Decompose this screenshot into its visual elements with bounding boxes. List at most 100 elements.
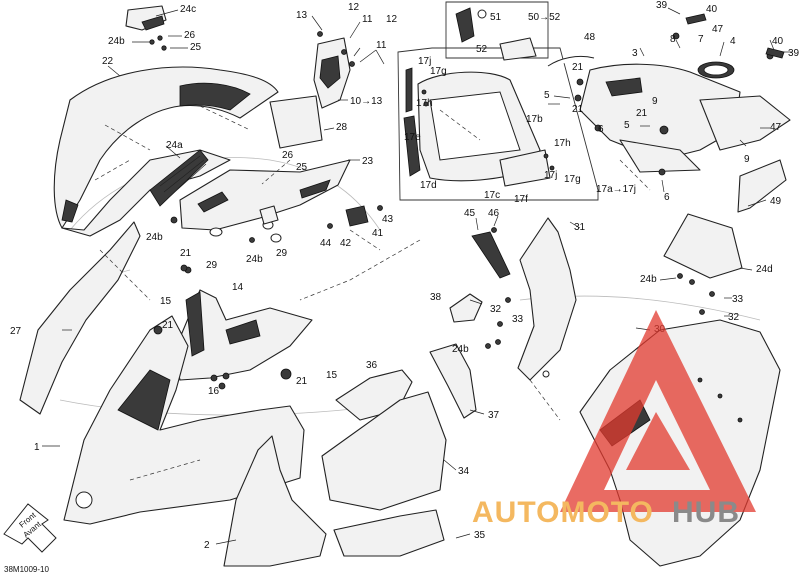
windshield-kit-box <box>397 47 599 201</box>
callout-8: 8 <box>670 34 676 45</box>
part-14-headlight-bracket <box>160 266 313 390</box>
callout-6-b: 6 <box>664 192 670 203</box>
callout-17j-b: 17j <box>544 170 557 181</box>
callout-9-a: 9 <box>652 96 658 107</box>
callout-28: 28 <box>336 122 348 133</box>
callout-24c: 24c <box>180 4 196 15</box>
callout-37: 37 <box>488 410 500 421</box>
callout-6-a: 6 <box>598 124 604 135</box>
part-10-13-bracket <box>313 31 355 109</box>
callout-17h-b: 17h <box>554 138 571 149</box>
callout-50-52: 50→52 <box>528 12 561 23</box>
part-27-side-panel <box>19 221 141 415</box>
callout-12-left: 12 <box>348 2 360 13</box>
mirror-kit-box <box>445 1 549 61</box>
part-36-34-35-side-panels <box>321 369 447 557</box>
callout-17g-b: 17g <box>564 174 581 185</box>
callout-34: 34 <box>458 466 470 477</box>
callout-2: 2 <box>204 540 210 551</box>
callout-27: 27 <box>10 326 22 337</box>
callout-23: 23 <box>362 156 374 167</box>
callout-17e: 17e <box>404 132 421 143</box>
part-49-trim <box>737 159 787 213</box>
callout-25-top: 25 <box>190 42 202 53</box>
callout-17f: 17f <box>514 194 528 205</box>
automotohub-watermark <box>560 310 756 512</box>
callout-21-head-c: 21 <box>296 376 308 387</box>
part-24a-grille <box>149 149 209 207</box>
callout-24b-top: 24b <box>108 36 125 47</box>
part-24d-side-panel <box>663 213 743 315</box>
callout-49: 49 <box>770 196 782 207</box>
callout-17h-a: 17h <box>416 98 433 109</box>
part-38-trim <box>449 293 483 323</box>
callout-24b-mid: 24b <box>246 254 263 265</box>
callout-21-tank-c: 21 <box>636 108 648 119</box>
watermark-text-right: HUB <box>672 496 740 529</box>
callout-3: 3 <box>632 48 638 59</box>
assembly-lines <box>99 105 651 421</box>
watermark-logo-inner <box>626 412 690 470</box>
callout-16: 16 <box>208 386 220 397</box>
callout-21-head-a: 21 <box>180 248 192 259</box>
fasteners-24b <box>170 216 501 345</box>
part-1-front-fairing <box>63 315 305 525</box>
fasteners <box>153 264 230 380</box>
callout-11-a: 11 <box>362 14 373 25</box>
callout-44: 44 <box>320 238 332 249</box>
callout-21-tank-b: 21 <box>572 104 584 115</box>
callout-40-b: 40 <box>772 36 784 47</box>
callout-1: 1 <box>34 442 40 453</box>
callout-51: 51 <box>490 12 502 23</box>
front-direction-arrow: Front Avant <box>3 503 57 553</box>
part-2-lower-panel <box>223 435 327 567</box>
callout-26-top: 26 <box>184 30 196 41</box>
diagram-code: 38M1009-10 <box>4 565 49 574</box>
callout-11-b: 11 <box>376 40 387 51</box>
callout-52: 52 <box>476 44 488 55</box>
callout-41: 41 <box>372 228 384 239</box>
callout-26-mid: 26 <box>282 150 294 161</box>
callout-15-b: 15 <box>326 370 338 381</box>
callout-46: 46 <box>488 208 500 219</box>
callout-12-right: 12 <box>386 14 398 25</box>
callout-21-head-b: 21 <box>162 320 174 331</box>
callout-31: 31 <box>574 222 586 233</box>
callout-13: 13 <box>296 10 308 21</box>
callout-17b: 17b <box>526 114 543 125</box>
callout-47-a: 47 <box>712 24 724 35</box>
callout-33-right: 33 <box>732 294 744 305</box>
callout-leaders <box>42 7 792 545</box>
callout-39: 39 <box>656 0 668 11</box>
part-41-43-hardware <box>259 205 383 229</box>
callout-29-b: 29 <box>276 248 288 259</box>
callout-21-tank-a: 21 <box>572 62 584 73</box>
callout-5-b: 5 <box>624 120 630 131</box>
callout-36: 36 <box>366 360 378 371</box>
callout-10-13: 10→13 <box>350 96 383 107</box>
watermark-logo <box>560 310 756 512</box>
callout-32-right: 32 <box>728 312 740 323</box>
part-37-strip <box>429 343 477 419</box>
part-28-panel <box>269 95 323 149</box>
part-3-tank-cover <box>547 13 791 176</box>
part-23-side-duct <box>179 159 351 243</box>
callout-29-a: 29 <box>206 260 218 271</box>
callout-17j-a: 17j <box>418 56 431 67</box>
callout-7: 7 <box>698 34 704 45</box>
callout-24a: 24a <box>166 140 183 151</box>
part-24c-panel <box>125 5 167 51</box>
callout-43: 43 <box>382 214 394 225</box>
callout-25-mid: 25 <box>296 162 308 173</box>
callout-9-b: 9 <box>744 154 750 165</box>
callout-14: 14 <box>232 282 244 293</box>
callout-24b-lower: 24b <box>452 344 469 355</box>
part-31-bracket <box>471 217 577 381</box>
callout-33-mid: 33 <box>512 314 524 325</box>
watermark-text-left: AUTOMOTO <box>472 496 654 529</box>
callout-24d: 24d <box>756 264 773 275</box>
callout-labels: 24c 24b 26 25 22 13 12 12 11 11 10→13 28… <box>10 0 800 551</box>
callout-45: 45 <box>464 208 476 219</box>
callout-47-b: 47 <box>770 122 782 133</box>
